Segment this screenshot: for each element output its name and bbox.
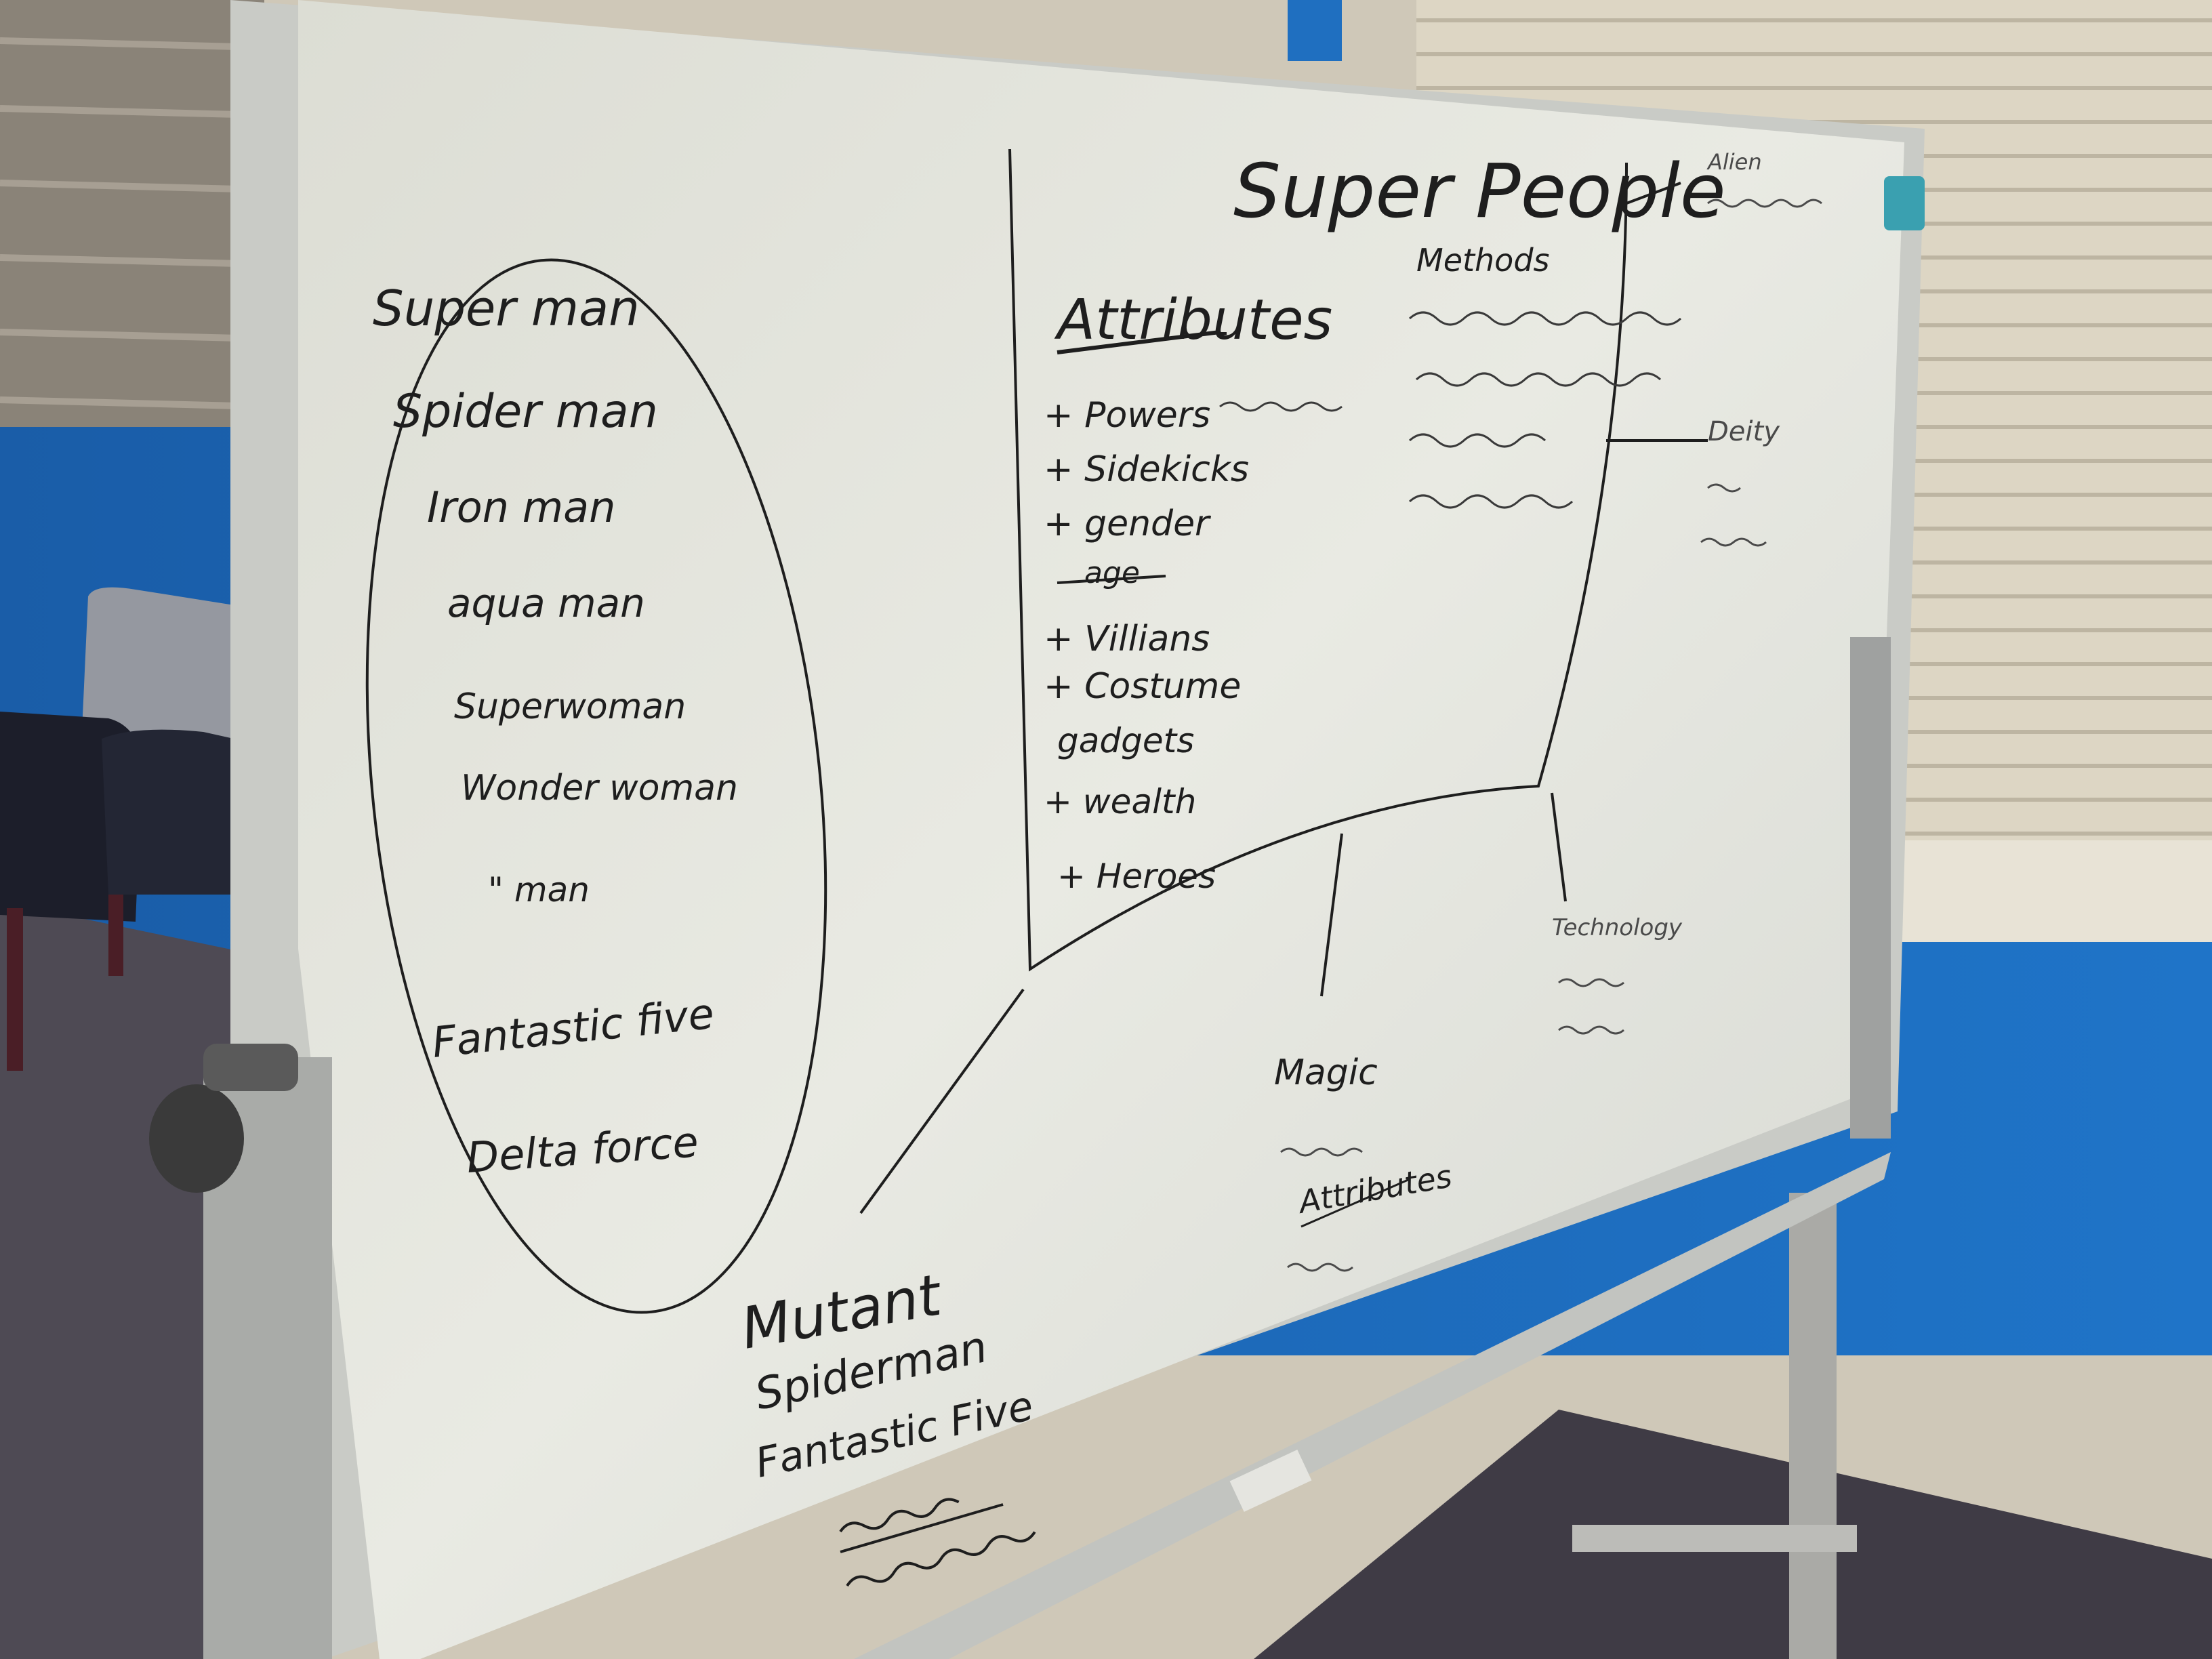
hero-item: Iron man [427,483,615,532]
hero-item: Wonder woman [461,768,738,808]
attributes-heading: Attributes [1054,288,1332,352]
technology-label: Technology [1552,914,1683,941]
methods-scribbles [1219,311,1682,509]
right-pole [1850,637,1891,1139]
blue-pillar [1288,0,1342,61]
right-stand [1789,1193,1837,1659]
magic-underline [1300,1178,1410,1228]
attribute-item: + Costume [1044,666,1241,707]
methods-heading: Methods [1416,242,1550,279]
hero-item: Spider man [393,385,658,438]
eraser [1229,1450,1312,1512]
wood-panel [0,0,264,427]
mutant-scribbles [839,1498,1036,1587]
deity-label: Deity [1708,416,1780,447]
alien-branch [1626,182,1681,205]
marker-tray [854,1152,1891,1659]
attribute-item: + Powers [1044,395,1210,436]
chair [0,587,274,1071]
hero-item: " man [488,870,590,909]
blue-magnet [1884,176,1925,230]
side-scribbles [1280,199,1822,1272]
hero-item: aqua man [447,580,645,626]
attribute-item: gadgets [1057,721,1194,760]
stand-knob [149,1084,244,1193]
mutant-branch [859,988,1025,1214]
technology-branch [1551,792,1567,902]
board-surface [298,0,1904,1659]
attribute-item: + wealth [1044,782,1196,821]
attribute-item: + gender [1044,504,1212,544]
attribute-item: + Sidekicks [1044,449,1249,490]
attributes-region [1008,148,1628,972]
stand-clamp [203,1044,298,1091]
marker-lines [365,148,1708,1314]
wood-panel-lines [0,37,265,410]
stand-base [1572,1525,1857,1552]
magic-label: Magic [1274,1052,1378,1093]
hero-circle [365,258,827,1314]
hero-item: Super man [373,280,640,337]
attribute-item: + Villians [1044,619,1210,659]
hero-item: Superwoman [454,687,686,727]
board-title: Super People [1233,148,1726,234]
attribute-item: + Heroes [1057,857,1216,896]
attribute-item: age [1084,556,1140,590]
alien-label: Alien [1706,149,1762,175]
magic-branch [1320,833,1343,997]
